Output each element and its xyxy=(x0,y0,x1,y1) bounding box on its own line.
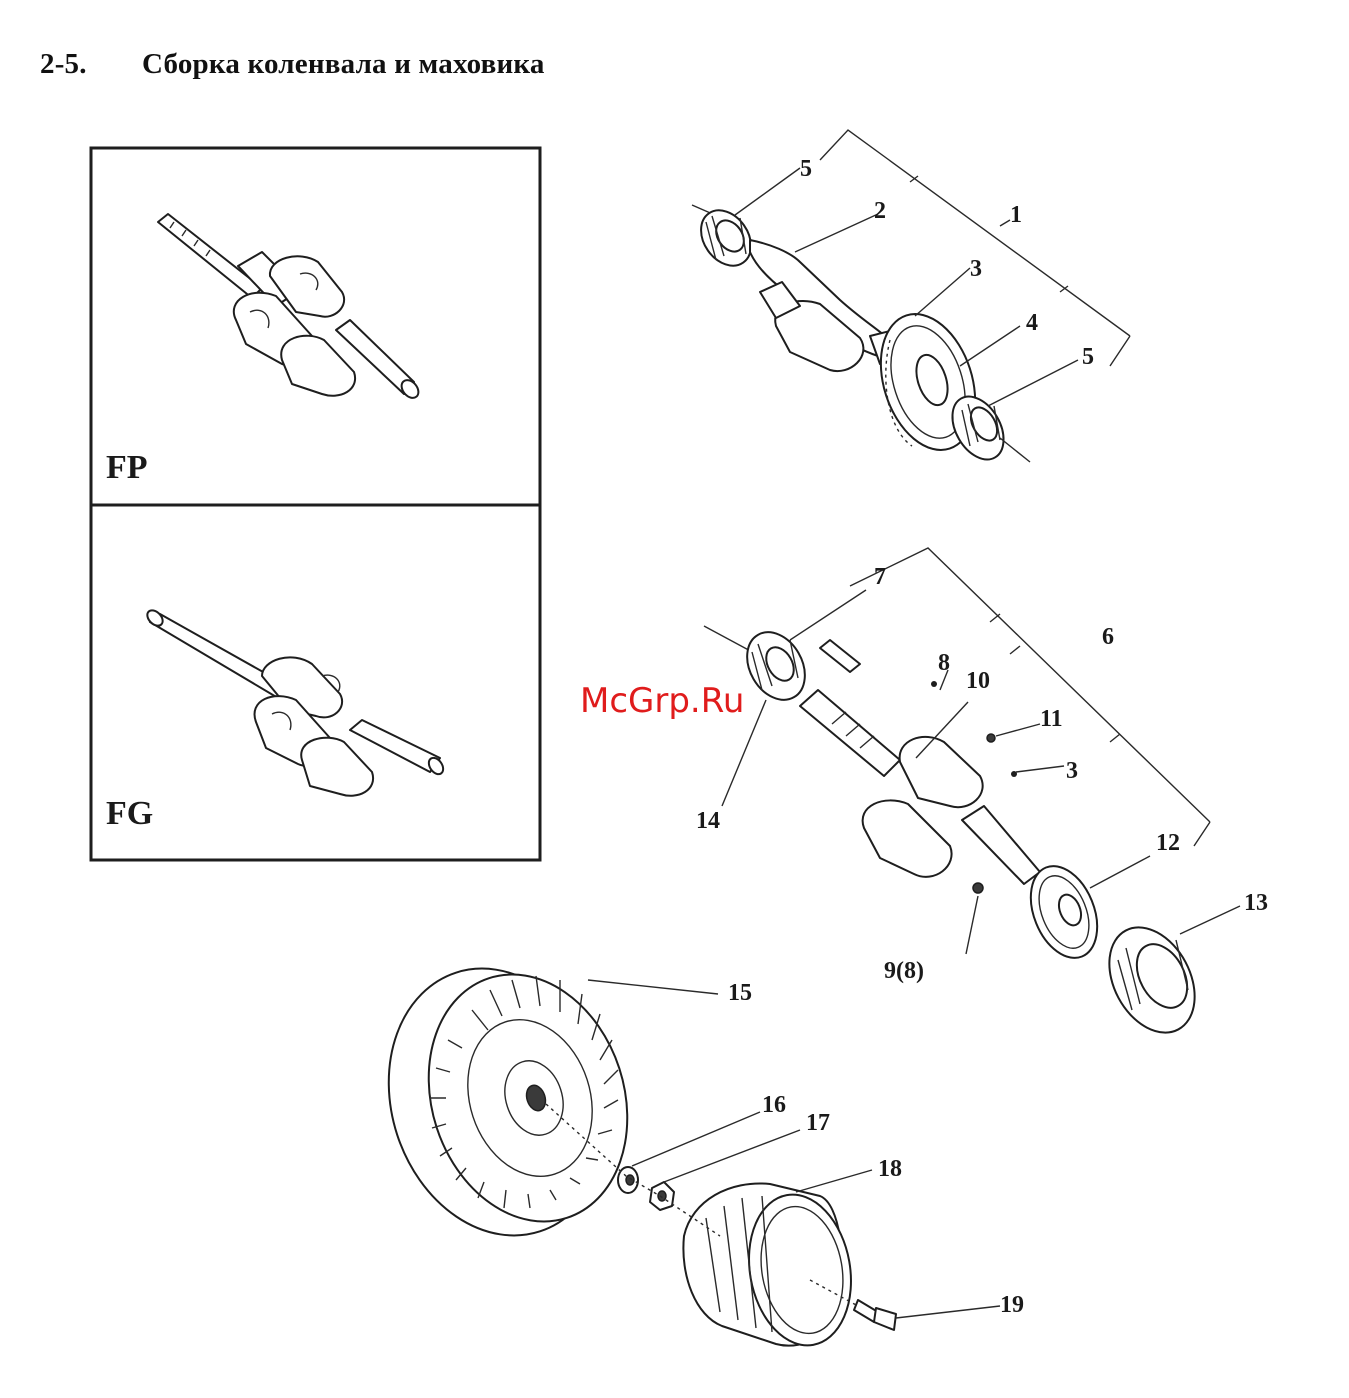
fg-crankshaft-illustration xyxy=(144,607,446,795)
callout-3-top: 3 xyxy=(970,256,982,282)
flywheel-assembly xyxy=(355,940,1000,1354)
callout-7: 7 xyxy=(874,564,886,590)
callout-6: 6 xyxy=(1102,624,1114,650)
callout-8: 8 xyxy=(938,650,950,676)
callout-17: 17 xyxy=(806,1110,830,1136)
crank-assembly-6 xyxy=(704,548,1240,1047)
callout-16: 16 xyxy=(762,1092,786,1118)
callout-12: 12 xyxy=(1156,830,1180,856)
variant-label-fg: FG xyxy=(106,795,153,832)
callout-2: 2 xyxy=(874,198,886,224)
callout-18: 18 xyxy=(878,1156,902,1182)
callout-3-middle: 3 xyxy=(1066,758,1078,784)
callout-14: 14 xyxy=(696,808,720,834)
callout-15: 15 xyxy=(728,980,752,1006)
callout-4: 4 xyxy=(1026,310,1038,336)
callout-11: 11 xyxy=(1040,706,1063,732)
crank-assembly-1 xyxy=(691,130,1130,468)
variant-label-fp: FP xyxy=(106,449,148,486)
callout-19: 19 xyxy=(1000,1292,1024,1318)
callout-1: 1 xyxy=(1010,202,1022,228)
callout-5-bottom: 5 xyxy=(1082,344,1094,370)
callout-5-top: 5 xyxy=(800,156,812,182)
callout-13: 13 xyxy=(1244,890,1268,916)
fp-crankshaft-illustration xyxy=(158,214,422,401)
callout-9-8: 9(8) xyxy=(884,958,924,984)
watermark: McGrp.Ru xyxy=(580,681,744,721)
callout-10: 10 xyxy=(966,668,990,694)
